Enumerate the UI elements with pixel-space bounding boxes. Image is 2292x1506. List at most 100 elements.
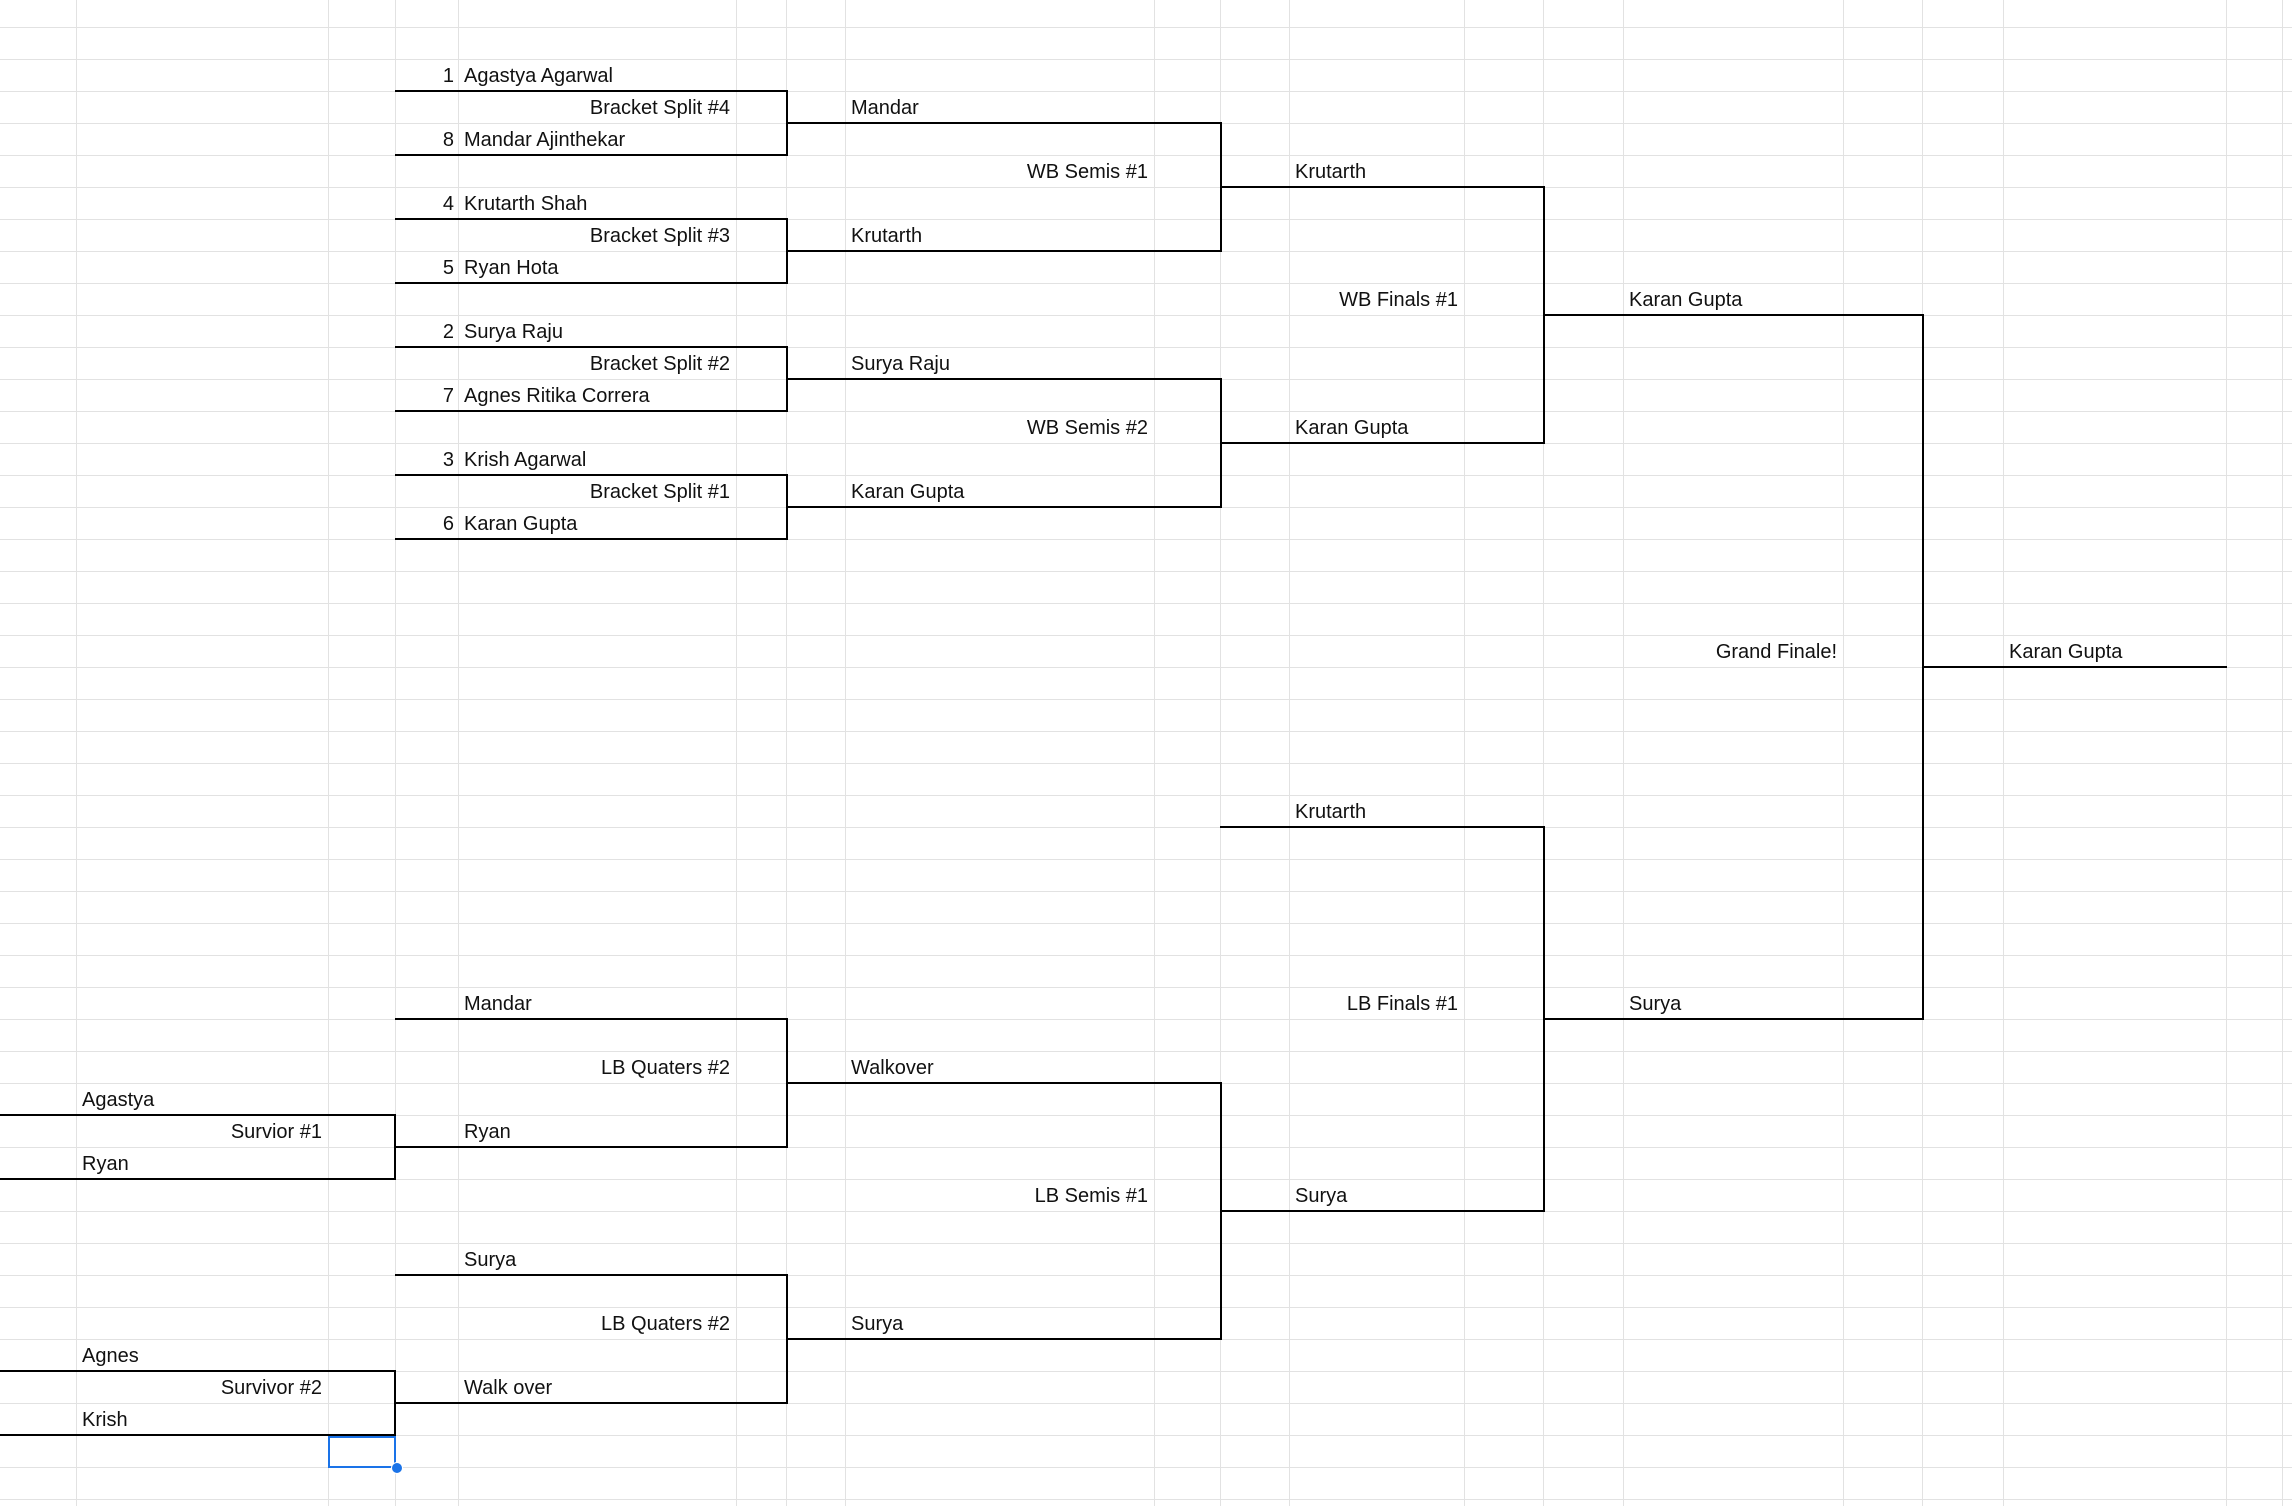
match-winner[interactable]: Walkover [851,1057,934,1079]
row-gridline [0,1435,2292,1436]
bracket-line [395,1274,787,1276]
bracket-line [394,1370,396,1436]
column-gridline [1289,0,1290,1506]
player-name[interactable]: Surya [464,1249,517,1271]
column-gridline [2282,0,2283,1506]
match-winner[interactable]: Krutarth [851,225,923,247]
bracket-line [786,1018,788,1148]
player-name[interactable]: Mandar [464,993,532,1015]
match-winner[interactable]: Karan Gupta [1629,289,1743,311]
match-label[interactable]: Bracket Split #2 [589,353,730,375]
fill-handle[interactable] [391,1462,403,1474]
column-gridline [2003,0,2004,1506]
bracket-line [394,1114,396,1180]
row-gridline [0,1147,2292,1148]
row-gridline [0,987,2292,988]
bracket-line [395,1018,787,1020]
seed-number[interactable]: 7 [442,385,454,407]
seed-number[interactable]: 4 [442,193,454,215]
match-label[interactable]: Survivor #2 [220,1377,322,1399]
match-label[interactable]: WB Semis #1 [1026,161,1148,183]
row-gridline [0,667,2292,668]
row-gridline [0,155,2292,156]
champion-name[interactable]: Karan Gupta [2009,641,2123,663]
player-name[interactable]: Ryan [82,1153,129,1175]
row-gridline [0,1179,2292,1180]
row-gridline [0,1115,2292,1116]
bracket-line [395,1146,787,1148]
match-label[interactable]: Bracket Split #1 [589,481,730,503]
column-gridline [736,0,737,1506]
column-gridline [1220,0,1221,1506]
bracket-line [395,538,787,540]
match-winner[interactable]: Surya [851,1313,904,1335]
seed-number[interactable]: 5 [442,257,454,279]
seed-number[interactable]: 6 [442,513,454,535]
player-name[interactable]: Karan Gupta [464,513,578,535]
match-label[interactable]: WB Semis #2 [1026,417,1148,439]
column-gridline [328,0,329,1506]
grand-finale-label[interactable]: Grand Finale! [1715,641,1837,663]
bracket-line [395,346,787,348]
player-name[interactable]: Agnes [82,1345,139,1367]
match-label[interactable]: LB Finals #1 [1346,993,1458,1015]
match-label[interactable]: Survior #1 [230,1121,322,1143]
match-label[interactable]: LB Semis #1 [1034,1185,1148,1207]
row-gridline [0,27,2292,28]
match-label[interactable]: Bracket Split #3 [589,225,730,247]
match-winner[interactable]: Karan Gupta [1295,417,1409,439]
row-gridline [0,955,2292,956]
player-name[interactable]: Mandar Ajinthekar [464,129,626,151]
seed-number[interactable]: 2 [442,321,454,343]
match-winner[interactable]: Karan Gupta [851,481,965,503]
column-gridline [1543,0,1544,1506]
match-winner[interactable]: Mandar [851,97,919,119]
column-gridline [458,0,459,1506]
bracket-line [786,250,1222,252]
column-gridline [76,0,77,1506]
bracket-line [395,218,787,220]
row-gridline [0,1371,2292,1372]
player-name[interactable]: Walk over [464,1377,553,1399]
seed-number[interactable]: 3 [442,449,454,471]
player-name[interactable]: Krutarth Shah [464,193,588,215]
seed-number[interactable]: 1 [442,65,454,87]
player-name[interactable]: Agastya [82,1089,155,1111]
match-label[interactable]: LB Quaters #2 [601,1057,730,1079]
player-name[interactable]: Agnes Ritika Correra [464,385,650,407]
match-label[interactable]: Bracket Split #4 [589,97,730,119]
row-gridline [0,1211,2292,1212]
column-gridline [395,0,396,1506]
row-gridline [0,347,2292,348]
row-gridline [0,891,2292,892]
seed-number[interactable]: 8 [442,129,454,151]
match-winner[interactable]: Surya [1295,1185,1348,1207]
match-winner[interactable]: Surya Raju [851,353,950,375]
row-gridline [0,187,2292,188]
match-winner[interactable]: Krutarth [1295,801,1367,823]
match-winner[interactable]: Krutarth [1295,161,1367,183]
player-name[interactable]: Agastya Agarwal [464,65,613,87]
bracket-line [1220,442,1545,444]
player-name[interactable]: Ryan Hota [464,257,559,279]
player-name[interactable]: Surya Raju [464,321,563,343]
bracket-line [786,506,1222,508]
row-gridline [0,1307,2292,1308]
selected-cell[interactable] [328,1436,396,1468]
player-name[interactable]: Ryan [464,1121,511,1143]
match-label[interactable]: WB Finals #1 [1339,289,1458,311]
column-gridline [1464,0,1465,1506]
bracket-line [1220,186,1545,188]
column-gridline [1154,0,1155,1506]
row-gridline [0,1275,2292,1276]
player-name[interactable]: Krish [82,1409,128,1431]
bracket-line [786,378,1222,380]
player-name[interactable]: Krish Agarwal [464,449,587,471]
bracket-line [786,122,1222,124]
row-gridline [0,923,2292,924]
match-label[interactable]: LB Quaters #2 [601,1313,730,1335]
match-winner[interactable]: Surya [1629,993,1682,1015]
row-gridline [0,475,2292,476]
bracket-line [1220,1082,1222,1338]
